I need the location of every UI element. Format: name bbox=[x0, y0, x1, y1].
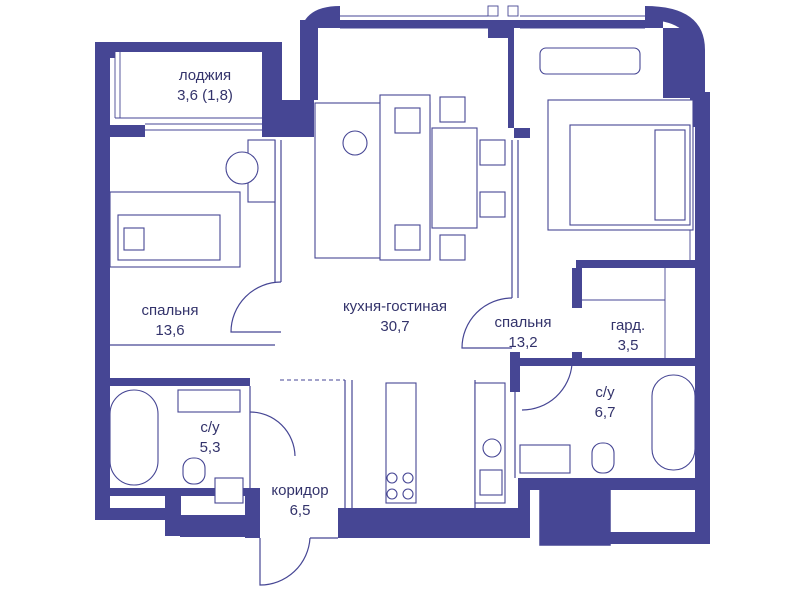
chair-icon bbox=[225, 151, 259, 185]
toilet-1 bbox=[182, 457, 206, 485]
bathtub-2 bbox=[651, 374, 696, 471]
bedroom2-name: спальня bbox=[495, 314, 552, 331]
kitchen-name: кухня-гостиная bbox=[343, 298, 447, 315]
bath2-area: 6,7 bbox=[595, 404, 616, 421]
furniture bbox=[109, 47, 696, 504]
wardrobe-area: 3,5 bbox=[618, 337, 639, 354]
tv-unit bbox=[539, 47, 641, 75]
toilet-2 bbox=[591, 442, 615, 474]
dining-table bbox=[431, 127, 478, 229]
wardrobe-name: гард. bbox=[611, 317, 645, 334]
kitchen-counter bbox=[385, 382, 417, 504]
room-labels: лоджия 3,6 (1,8) спальня 13,6 кухня-гост… bbox=[142, 67, 646, 519]
corridor-name: коридор bbox=[271, 482, 328, 499]
doors bbox=[230, 281, 573, 586]
bedroom1-area: 13,6 bbox=[155, 322, 184, 339]
corridor-area: 6,5 bbox=[290, 502, 311, 519]
bedroom1-name: спальня bbox=[142, 302, 199, 319]
bath1-area: 5,3 bbox=[200, 439, 221, 456]
loggia-name: лоджия bbox=[179, 67, 231, 84]
walls bbox=[95, 6, 710, 546]
bedroom2-area: 13,2 bbox=[508, 334, 537, 351]
kitchen-area: 30,7 bbox=[380, 318, 409, 335]
loggia-area: 3,6 (1,8) bbox=[177, 87, 233, 104]
bath2-name: с/у bbox=[595, 384, 615, 401]
bathtub-1 bbox=[109, 389, 159, 486]
bath1-name: с/у bbox=[200, 419, 220, 436]
